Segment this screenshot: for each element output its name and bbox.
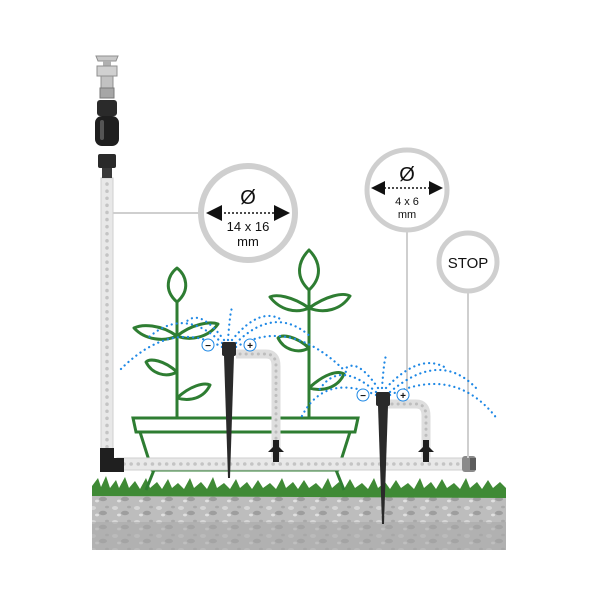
plant-right-leaf-2 xyxy=(307,293,352,313)
label-micro-tube-size: 4 x 6 xyxy=(395,196,419,208)
drip-stake-left-spike xyxy=(224,356,234,478)
plant-left-leaf-top xyxy=(166,266,188,304)
spray-left-arc-3 xyxy=(184,316,226,342)
planter-rim xyxy=(131,416,360,434)
label-main-pipe-size: 14 x 16 xyxy=(227,219,270,234)
plant-right xyxy=(268,248,352,418)
label-micro-tube: Ø 4 x 6 mm xyxy=(364,147,450,233)
planter-leg-left xyxy=(144,469,156,491)
label-micro-tube-symbol: Ø xyxy=(399,164,415,186)
spray-left-arc-5 xyxy=(230,314,284,342)
end-plug xyxy=(462,456,476,472)
label-stop-text: STOP xyxy=(448,255,489,272)
grass-strip xyxy=(92,476,506,498)
planter xyxy=(131,416,360,491)
drip-stake-right: − + xyxy=(356,388,410,524)
spray-left-arc-7 xyxy=(234,334,348,374)
drip-stake-right-minus: − xyxy=(360,391,366,402)
drip-stake-left-plus: + xyxy=(247,341,253,352)
tap-spout xyxy=(100,75,114,89)
label-micro-tube-unit: mm xyxy=(398,209,416,221)
plant-left-leaf-4 xyxy=(175,382,212,401)
tap-assembly xyxy=(95,55,119,178)
soil-base xyxy=(92,522,506,550)
drip-stake-left-plus-badge xyxy=(243,338,257,352)
barb-connectors xyxy=(268,440,434,462)
pipe-connector-tip xyxy=(102,168,112,178)
drip-stake-right-plus-badge xyxy=(396,388,410,402)
end-plug-cap xyxy=(470,458,476,470)
tap-handle xyxy=(95,55,119,62)
drip-stake-left-minus-badge xyxy=(201,338,215,352)
plant-right-leaf-3 xyxy=(276,334,311,353)
drip-stake-right-spike xyxy=(378,406,388,524)
spray-left-arc-6 xyxy=(234,321,314,345)
tap-spindle xyxy=(103,61,111,67)
label-stop-ring xyxy=(436,230,500,294)
arrow-left-main xyxy=(206,205,222,221)
label-stop: STOP xyxy=(436,230,500,294)
tap-thread xyxy=(99,87,115,99)
micro-tube-right-dots xyxy=(390,402,428,454)
drip-stake-right-plus: + xyxy=(400,391,406,402)
spray-right-arc-4 xyxy=(380,354,388,390)
pressure-reducer-body xyxy=(95,116,119,146)
drip-stake-right-head xyxy=(376,392,390,406)
arrow-left-micro xyxy=(371,181,385,195)
elbow-fitting xyxy=(100,448,124,472)
spray-right-arc-3 xyxy=(342,364,380,390)
spray-right-arc-6 xyxy=(388,368,478,394)
adapter-collar xyxy=(97,100,117,116)
micro-tube-left-dots xyxy=(238,352,278,454)
label-micro-tube-ring xyxy=(364,147,450,233)
drip-stake-left-minus: − xyxy=(205,341,211,352)
label-connectors xyxy=(113,212,469,458)
ground xyxy=(92,476,506,550)
micro-tubes xyxy=(236,349,431,458)
pressure-reducer-highlight xyxy=(100,120,104,140)
planter-leg-right xyxy=(334,469,346,491)
barb-connector-right xyxy=(418,440,434,462)
spray-left-arc-4 xyxy=(226,306,234,342)
plant-left xyxy=(132,266,220,418)
spray-left-arc-2 xyxy=(146,322,224,345)
plant-left-leaf-1 xyxy=(132,324,179,341)
spray-left xyxy=(116,306,348,374)
label-main-pipe: Ø 14 x 16 mm xyxy=(198,163,298,263)
drip-stake-left-head xyxy=(222,342,236,356)
micro-tube-left xyxy=(236,349,281,458)
label-main-pipe-symbol: Ø xyxy=(240,187,256,209)
plant-right-leaf-1 xyxy=(268,294,311,313)
arrow-right-micro xyxy=(429,181,443,195)
pipe-connector xyxy=(98,154,116,168)
plant-left-leaf-3 xyxy=(144,358,179,377)
plant-right-leaf-top xyxy=(298,248,320,292)
barb-connector-left xyxy=(268,440,284,462)
plant-left-leaf-2 xyxy=(175,321,220,340)
arrow-right-main xyxy=(274,205,290,221)
drip-stake-right-minus-badge xyxy=(356,388,370,402)
drip-stake-left: − + xyxy=(201,338,257,478)
tap-body xyxy=(96,65,118,77)
spray-right-arc-1 xyxy=(298,386,378,422)
label-main-pipe-unit: mm xyxy=(237,234,259,249)
